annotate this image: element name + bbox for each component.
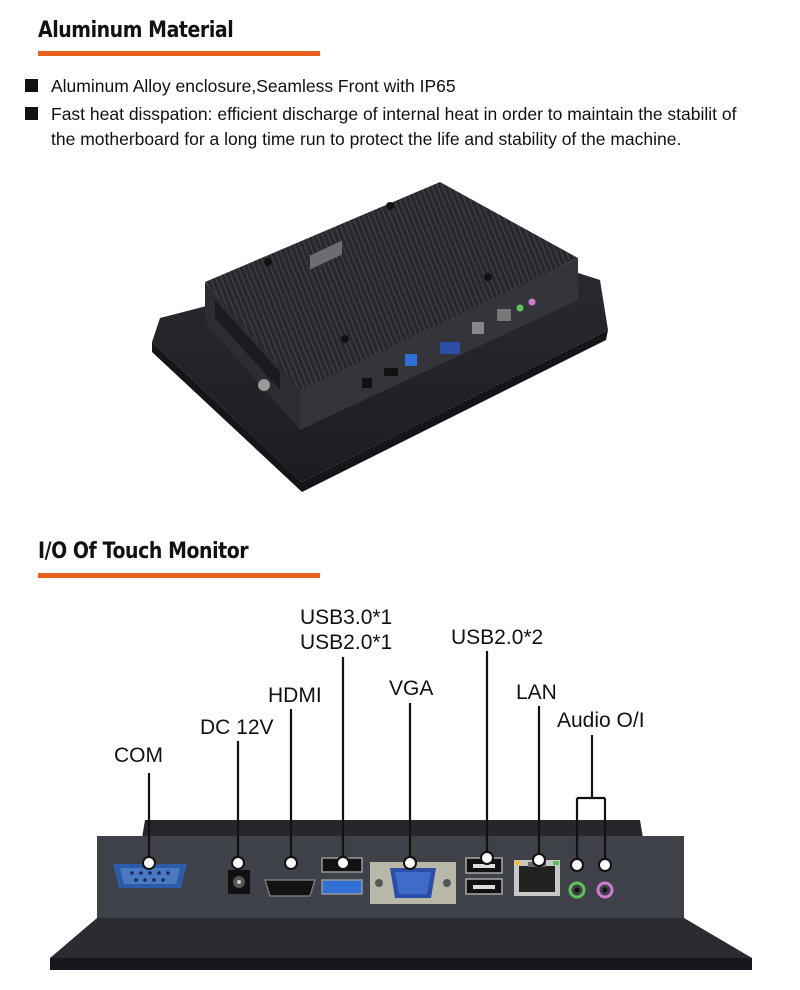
- bullet-text: Fast heat disspation: efficient discharg…: [51, 104, 737, 149]
- label-usb2-single: USB2.0*1: [300, 631, 393, 654]
- device-rear-photo: [152, 182, 608, 492]
- io-section-title: I/O Of Touch Monitor: [38, 539, 249, 564]
- io-title-underline: [38, 573, 320, 578]
- usb2-port-icon: [465, 857, 503, 895]
- audio-jack-icon: [568, 881, 614, 899]
- label-hdmi: HDMI: [268, 684, 322, 707]
- label-audio: Audio O/I: [557, 709, 645, 732]
- bullet-item: Aluminum Alloy enclosure,Seamless Front …: [25, 74, 745, 99]
- hdmi-port-icon: [263, 879, 317, 897]
- bullet-square-icon: [25, 79, 38, 92]
- dc-jack-icon: [228, 870, 250, 894]
- aluminum-title-underline: [38, 51, 320, 56]
- label-usb2-double: USB2.0*2: [451, 626, 544, 649]
- bullet-item: Fast heat disspation: efficient discharg…: [25, 102, 745, 177]
- aluminum-section-title: Aluminum Material: [38, 18, 234, 43]
- com-port-icon: [113, 864, 187, 888]
- leader-lines: [147, 651, 607, 860]
- label-vga: VGA: [389, 677, 434, 700]
- label-dc: DC 12V: [200, 716, 274, 739]
- bullet-square-icon: [25, 107, 38, 120]
- label-com: COM: [114, 744, 163, 767]
- leader-markers: [142, 851, 612, 872]
- label-usb3: USB3.0*1: [300, 606, 393, 629]
- bullet-text: Aluminum Alloy enclosure,Seamless Front …: [51, 76, 456, 96]
- label-lan: LAN: [516, 681, 557, 704]
